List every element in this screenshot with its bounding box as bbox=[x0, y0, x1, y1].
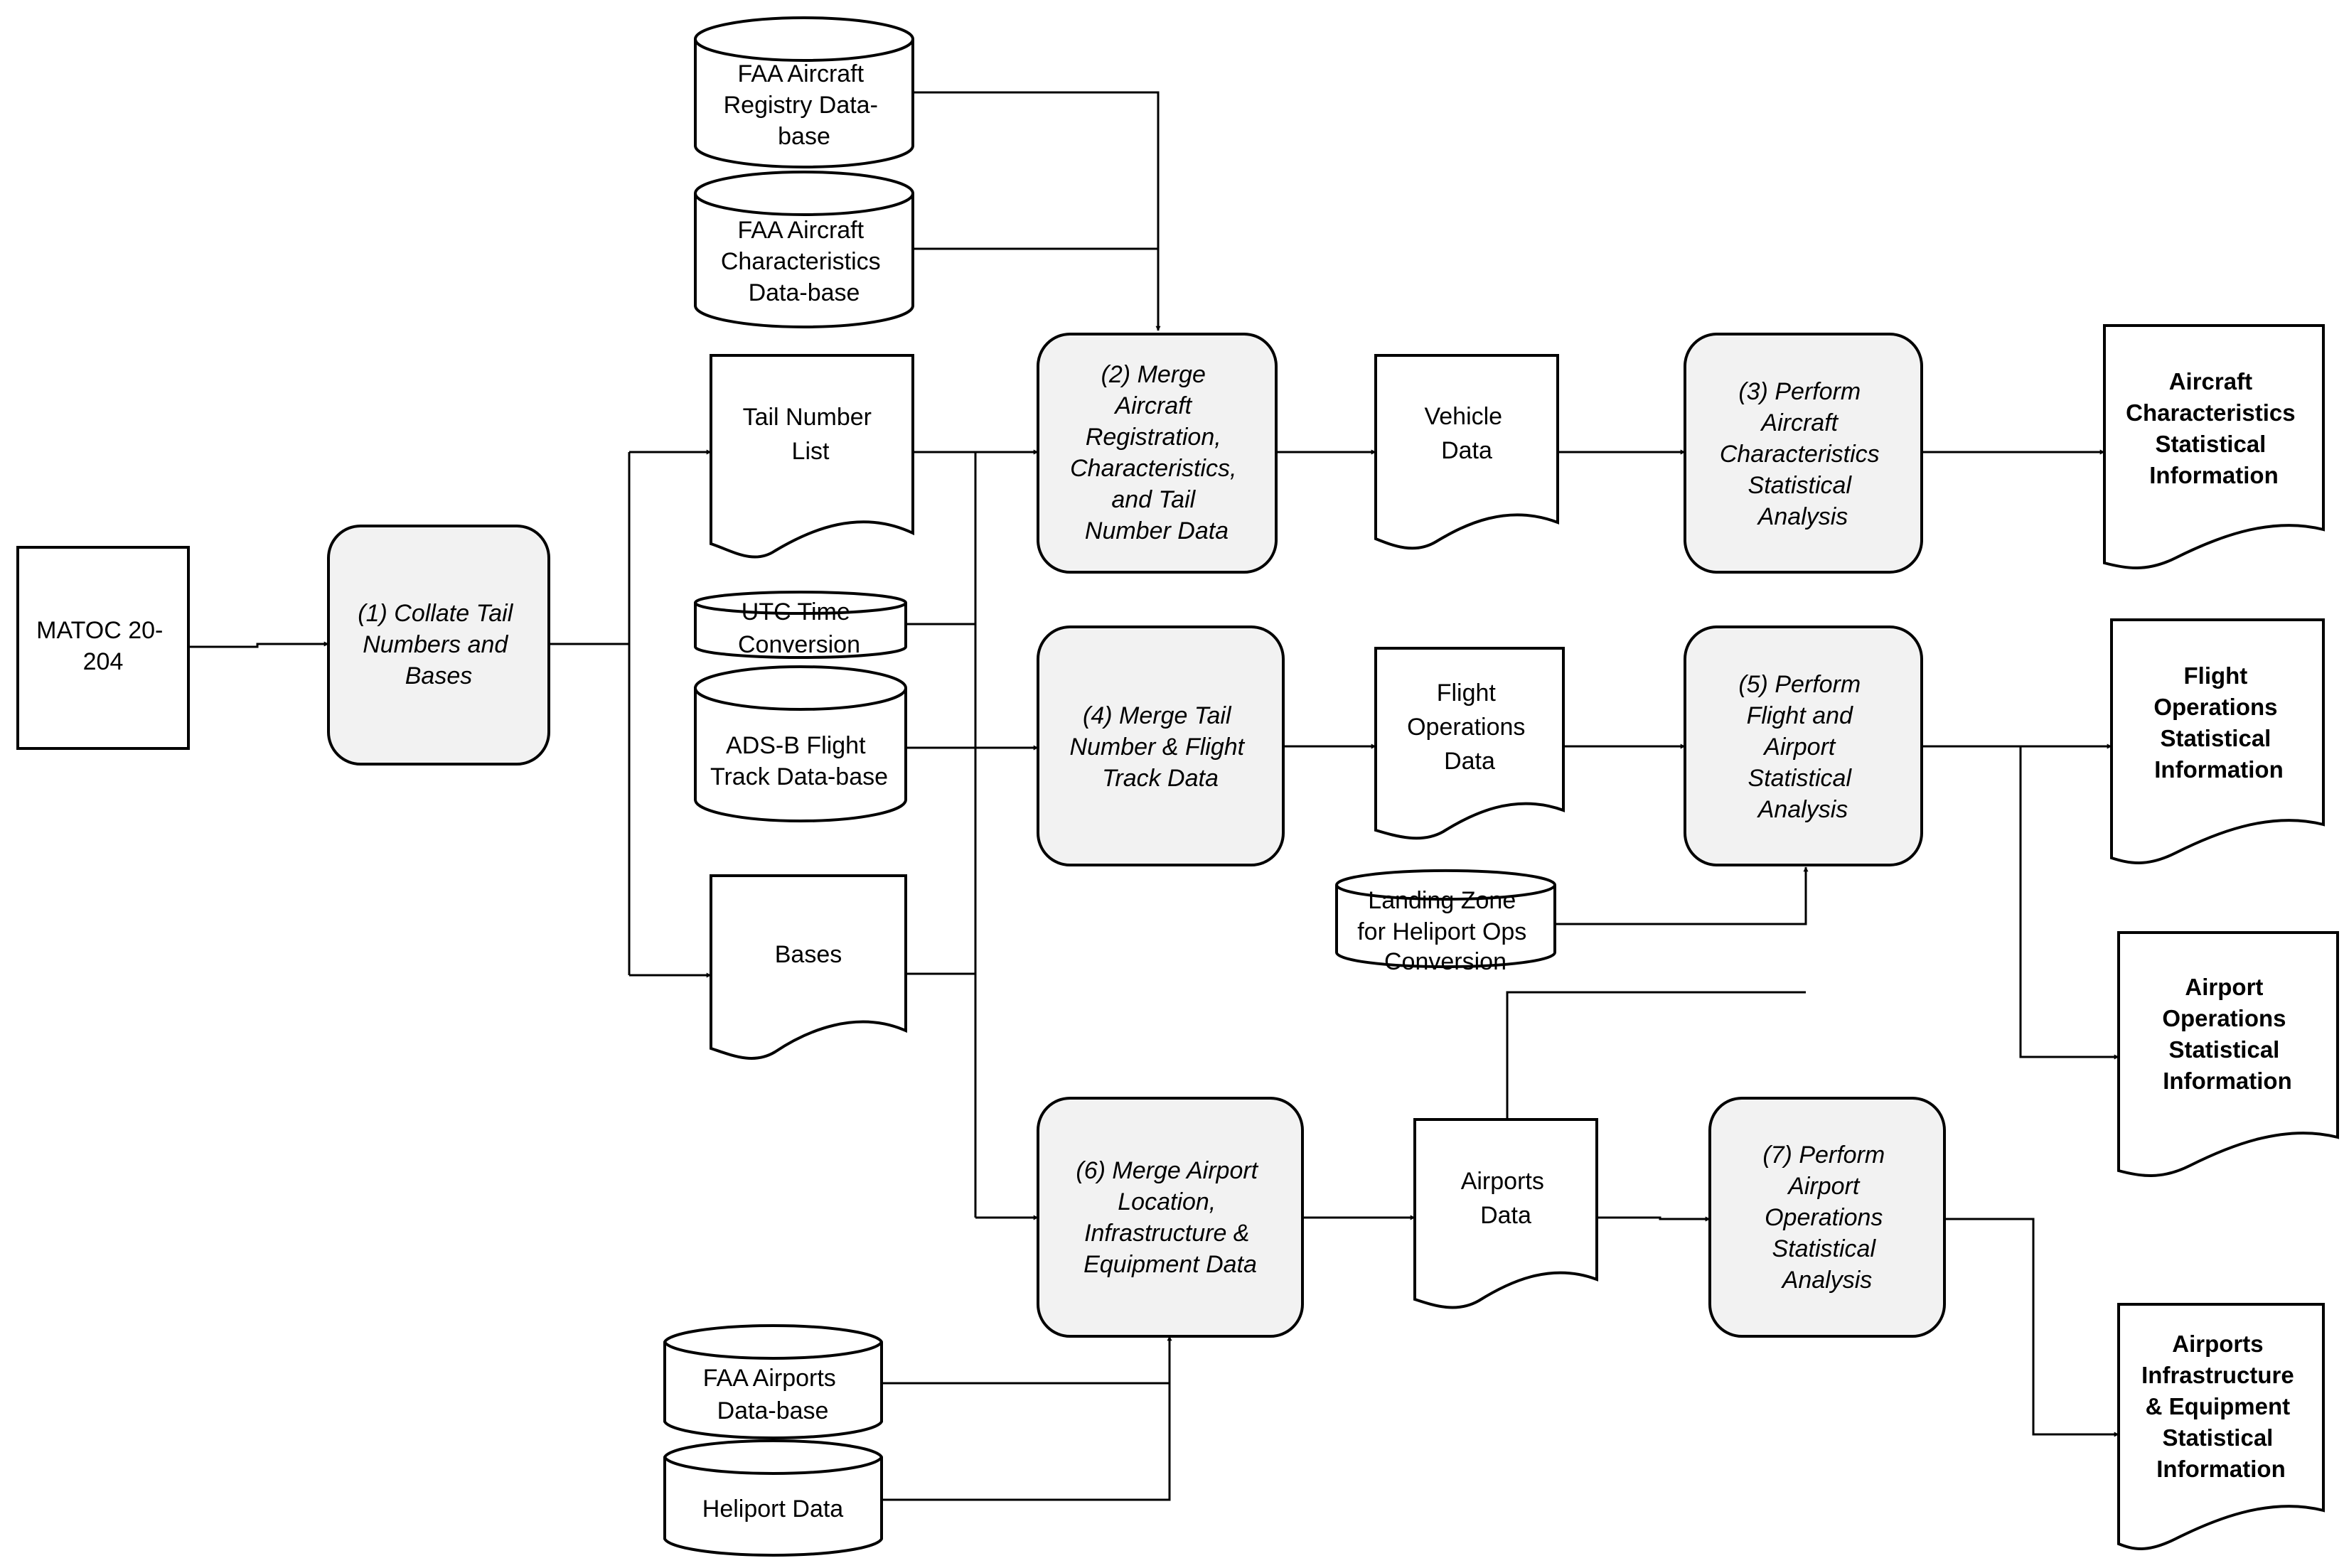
labels: MATOC 20- 204 (1) Collate Tail Numbers a… bbox=[36, 60, 2302, 1523]
matoc-box bbox=[16, 546, 190, 750]
edge-heliport-to-p6 bbox=[882, 1383, 1171, 1501]
flight-ops-data-label: Flight Operations Data bbox=[1407, 680, 1532, 775]
landing-zone-label: Landing Zone for Heliport Ops Conversion bbox=[1357, 887, 1534, 975]
edge-p7-to-out-infra bbox=[1944, 1218, 2119, 1437]
process-1-label: (1) Collate Tail Numbers and Bases bbox=[358, 600, 519, 689]
process-3-label: (3) Perform Aircraft Characteristics Sta… bbox=[1720, 378, 1886, 530]
vehicle-data-label: Vehicle Data bbox=[1424, 403, 1509, 464]
process-2-box bbox=[1037, 333, 1278, 574]
edge-matoc-to-p1 bbox=[188, 641, 329, 648]
out-airport-ops-label: Airport Operations Statistical Informati… bbox=[2162, 974, 2292, 1094]
out-aircraft-label: Aircraft Characteristics Statistical Inf… bbox=[2126, 368, 2302, 488]
edge-airports-to-p5 bbox=[1506, 991, 1806, 1119]
out-flight-doc bbox=[2110, 618, 2325, 864]
process-6-box bbox=[1037, 1097, 1304, 1338]
out-flight-label: Flight Operations Statistical Informatio… bbox=[2153, 662, 2284, 783]
edge-faa-airports-to-p6 bbox=[882, 1336, 1172, 1385]
tail-number-list-label: Tail Number List bbox=[743, 404, 879, 465]
process-2-label: (2) Merge Aircraft Registration, Charact… bbox=[1070, 361, 1243, 544]
out-infra-doc bbox=[2117, 1303, 2325, 1550]
matoc-label: MATOC 20- 204 bbox=[36, 617, 170, 675]
out-airport-ops-doc bbox=[2117, 931, 2339, 1177]
airports-data-label: Airports Data bbox=[1461, 1168, 1551, 1229]
edge-registry-to-p2 bbox=[913, 91, 1161, 331]
process-3-box bbox=[1684, 333, 1923, 574]
faa-characteristics-label: FAA Aircraft Characteristics Data-base bbox=[721, 217, 887, 306]
out-aircraft-doc bbox=[2103, 324, 2325, 569]
edge-airports-to-p7 bbox=[1597, 1216, 1711, 1222]
adsb-label: ADS-B Flight Track Data-base bbox=[710, 732, 888, 790]
process-7-label: (7) Perform Airport Operations Statistic… bbox=[1762, 1142, 1891, 1294]
process-1-box bbox=[327, 525, 550, 766]
airports-data-doc bbox=[1413, 1118, 1598, 1309]
process-7-box bbox=[1708, 1097, 1946, 1338]
heliport-label: Heliport Data bbox=[702, 1495, 844, 1523]
shapes bbox=[16, 16, 2339, 1557]
flight-ops-data-doc bbox=[1374, 647, 1565, 840]
bases-doc bbox=[710, 874, 907, 1060]
process-6-label: (6) Merge Airport Location, Infrastructu… bbox=[1076, 1157, 1264, 1278]
edge-landing-zone-to-p5 bbox=[1555, 866, 1809, 925]
out-infra-label: Airports Infrastructure & Equipment Stat… bbox=[2141, 1331, 2301, 1482]
faa-airports-label: FAA Airports Data-base bbox=[703, 1365, 843, 1424]
process-5-box bbox=[1684, 625, 1923, 866]
bases-label: Bases bbox=[775, 941, 842, 968]
utc-time-label: UTC Time Conversion bbox=[738, 598, 860, 658]
process-4-box bbox=[1037, 625, 1285, 866]
connectors bbox=[188, 91, 2119, 1501]
vehicle-data-doc bbox=[1374, 354, 1559, 550]
tail-number-list-doc bbox=[710, 354, 914, 559]
faa-registry-label: FAA Aircraft Registry Data- base bbox=[724, 60, 885, 150]
edge-p5-to-out-airport-ops bbox=[2019, 746, 2119, 1060]
process-4-label: (4) Merge Tail Number & Flight Track Dat… bbox=[1069, 702, 1251, 792]
process-5-label: (5) Perform Flight and Airport Statistic… bbox=[1738, 671, 1867, 823]
